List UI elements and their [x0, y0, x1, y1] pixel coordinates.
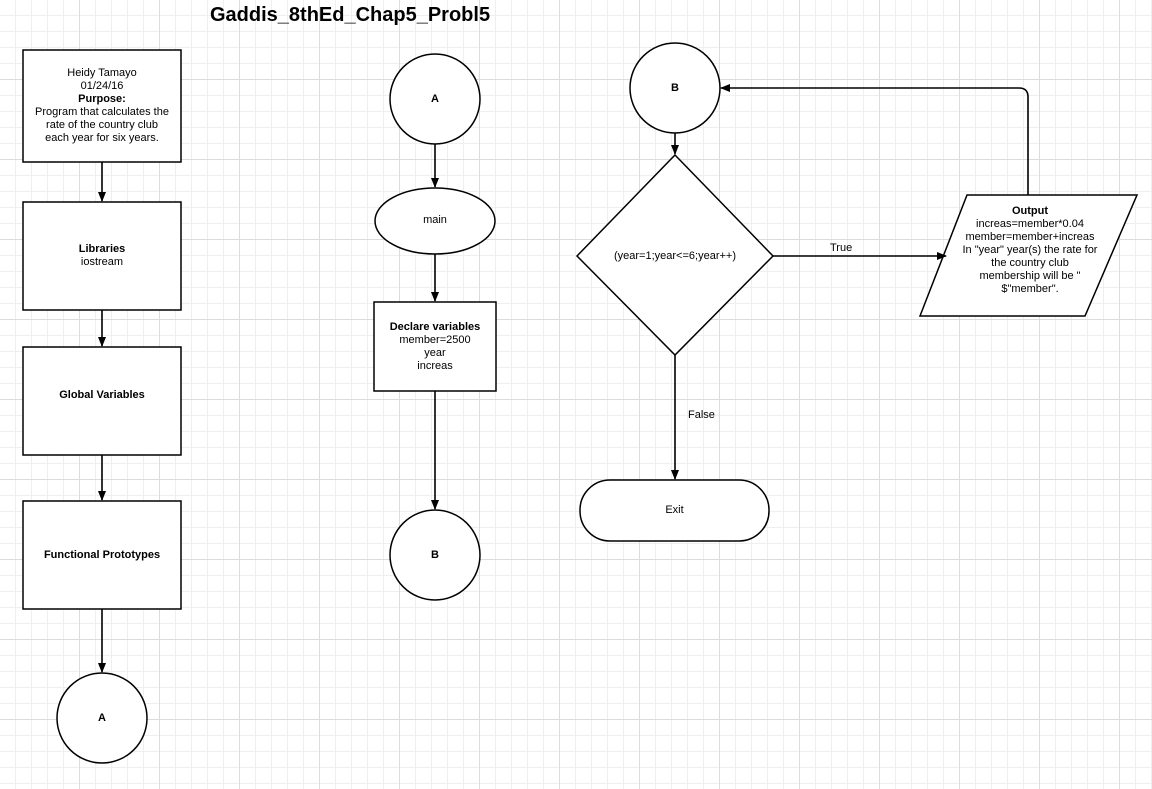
declare-line: member=2500 [399, 333, 471, 346]
header-date: 01/24/16 [80, 80, 124, 92]
output-line: member=member+increas [965, 230, 1095, 243]
connector-b-top-label: B [630, 43, 720, 133]
purpose-line: rate of the country club [46, 119, 158, 131]
output-parallelogram[interactable] [918, 194, 1139, 317]
edge-output-loopback [720, 84, 1029, 195]
connector-a-left[interactable] [56, 672, 148, 764]
declare-heading: Declare variables [389, 320, 481, 333]
globals-heading: Global Variables [59, 388, 145, 401]
main-label: main [375, 188, 495, 254]
output-line: $"member". [1001, 282, 1059, 295]
declare-variables-box[interactable] [373, 301, 497, 392]
connector-a-left-label: A [57, 673, 147, 763]
connector-label: A [431, 92, 439, 105]
connector-label: B [431, 548, 439, 561]
declare-line: year [424, 346, 446, 359]
connector-b-mid[interactable] [389, 509, 481, 601]
global-variables-box[interactable] [22, 346, 182, 456]
exit-text: Exit [665, 504, 684, 516]
prototypes-heading: Functional Prototypes [43, 548, 161, 561]
output-line: increas=member*0.04 [976, 217, 1084, 230]
connector-a-top-label: A [390, 54, 480, 144]
declare-line: increas [417, 359, 453, 372]
purpose-line: Program that calculates the [35, 106, 169, 118]
main-text: main [423, 213, 447, 226]
exit-label: Exit [580, 480, 769, 541]
output-label: Output increas=member*0.04 member=member… [945, 200, 1115, 300]
connector-b-mid-label: B [390, 510, 480, 600]
header-box[interactable] [22, 49, 182, 163]
prototypes-label: Functional Prototypes [23, 501, 181, 609]
purpose-line: each year for six years. [45, 132, 159, 144]
functional-prototypes-box[interactable] [22, 500, 182, 610]
purpose-heading: Purpose: [78, 93, 126, 105]
true-edge-label: True [830, 242, 853, 254]
page-title: Gaddis_8thEd_Chap5_Probl5 [210, 4, 491, 26]
author-name: Heidy Tamayo [67, 67, 137, 79]
libraries-heading: Libraries [78, 243, 126, 255]
declare-label: Declare variables member=2500 year incre… [374, 302, 496, 391]
globals-label: Global Variables [23, 347, 181, 443]
false-edge-label: False [688, 409, 715, 421]
loop-text: (year=1;year<=6;year++) [614, 249, 736, 262]
output-line: membership will be " [979, 269, 1081, 282]
output-heading: Output [1011, 204, 1049, 217]
loop-label: (year=1;year<=6;year++) [587, 241, 763, 271]
connector-label: B [671, 81, 679, 94]
libraries-detail: iostream [80, 256, 124, 268]
output-line: the country club [991, 256, 1069, 269]
output-line: In "year" year(s) the rate for [962, 243, 1098, 256]
libraries-label: Libraries iostream [23, 202, 181, 310]
header-label: Heidy Tamayo 01/24/16 Purpose: Program t… [23, 50, 181, 162]
connector-label: A [98, 711, 106, 724]
exit-terminal[interactable] [579, 479, 770, 542]
